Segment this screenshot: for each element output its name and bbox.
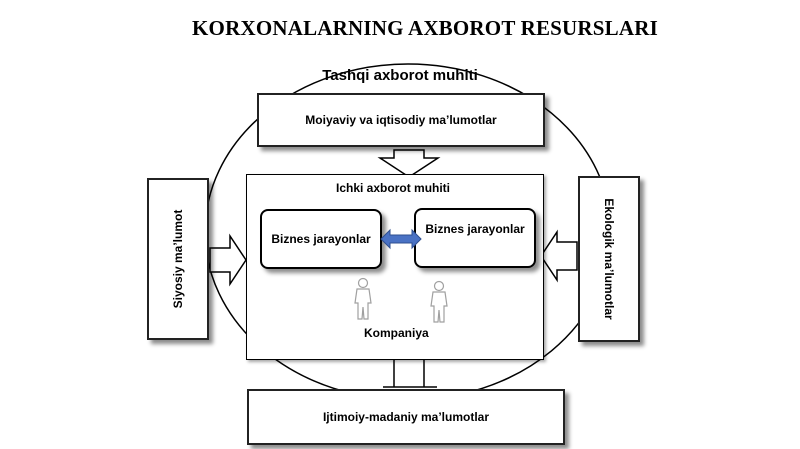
source-label-top: Moiyaviy va iqtisodiy ma’lumotlar — [305, 113, 497, 127]
arrow-down-icon — [377, 149, 441, 178]
process-label-left: Biznes jarayonlar — [271, 232, 371, 246]
process-label-right: Biznes jarayonlar — [425, 222, 525, 236]
source-box-left: Siyosiy ma’lumot — [147, 178, 209, 340]
source-box-bottom: Ijtimoiy-madaniy ma’lumotlar — [247, 389, 565, 445]
source-box-top: Moiyaviy va iqtisodiy ma’lumotlar — [257, 93, 545, 147]
source-label-right: Ekologik ma’lumotlar — [602, 198, 616, 320]
diagram-title: KORXONALARNING AXBOROT RESURSLARI — [192, 16, 658, 40]
process-box-right: Biznes jarayonlar — [414, 208, 536, 268]
outer-environment-label: Tashqi axborot muhiti — [322, 67, 478, 84]
source-label-left: Siyosiy ma’lumot — [171, 209, 185, 309]
double-arrow-icon — [380, 228, 422, 250]
company-label: Kompaniya — [364, 326, 429, 340]
arrow-right-icon — [209, 233, 247, 287]
person-icon — [354, 277, 372, 320]
arrow-left-icon — [540, 229, 578, 283]
source-label-bottom: Ijtimoiy-madaniy ma’lumotlar — [322, 410, 490, 424]
source-box-right: Ekologik ma’lumotlar — [578, 176, 640, 342]
inner-environment-label: Ichki axborot muhiti — [336, 181, 451, 195]
person-icon — [430, 280, 448, 323]
process-box-left: Biznes jarayonlar — [260, 209, 382, 269]
